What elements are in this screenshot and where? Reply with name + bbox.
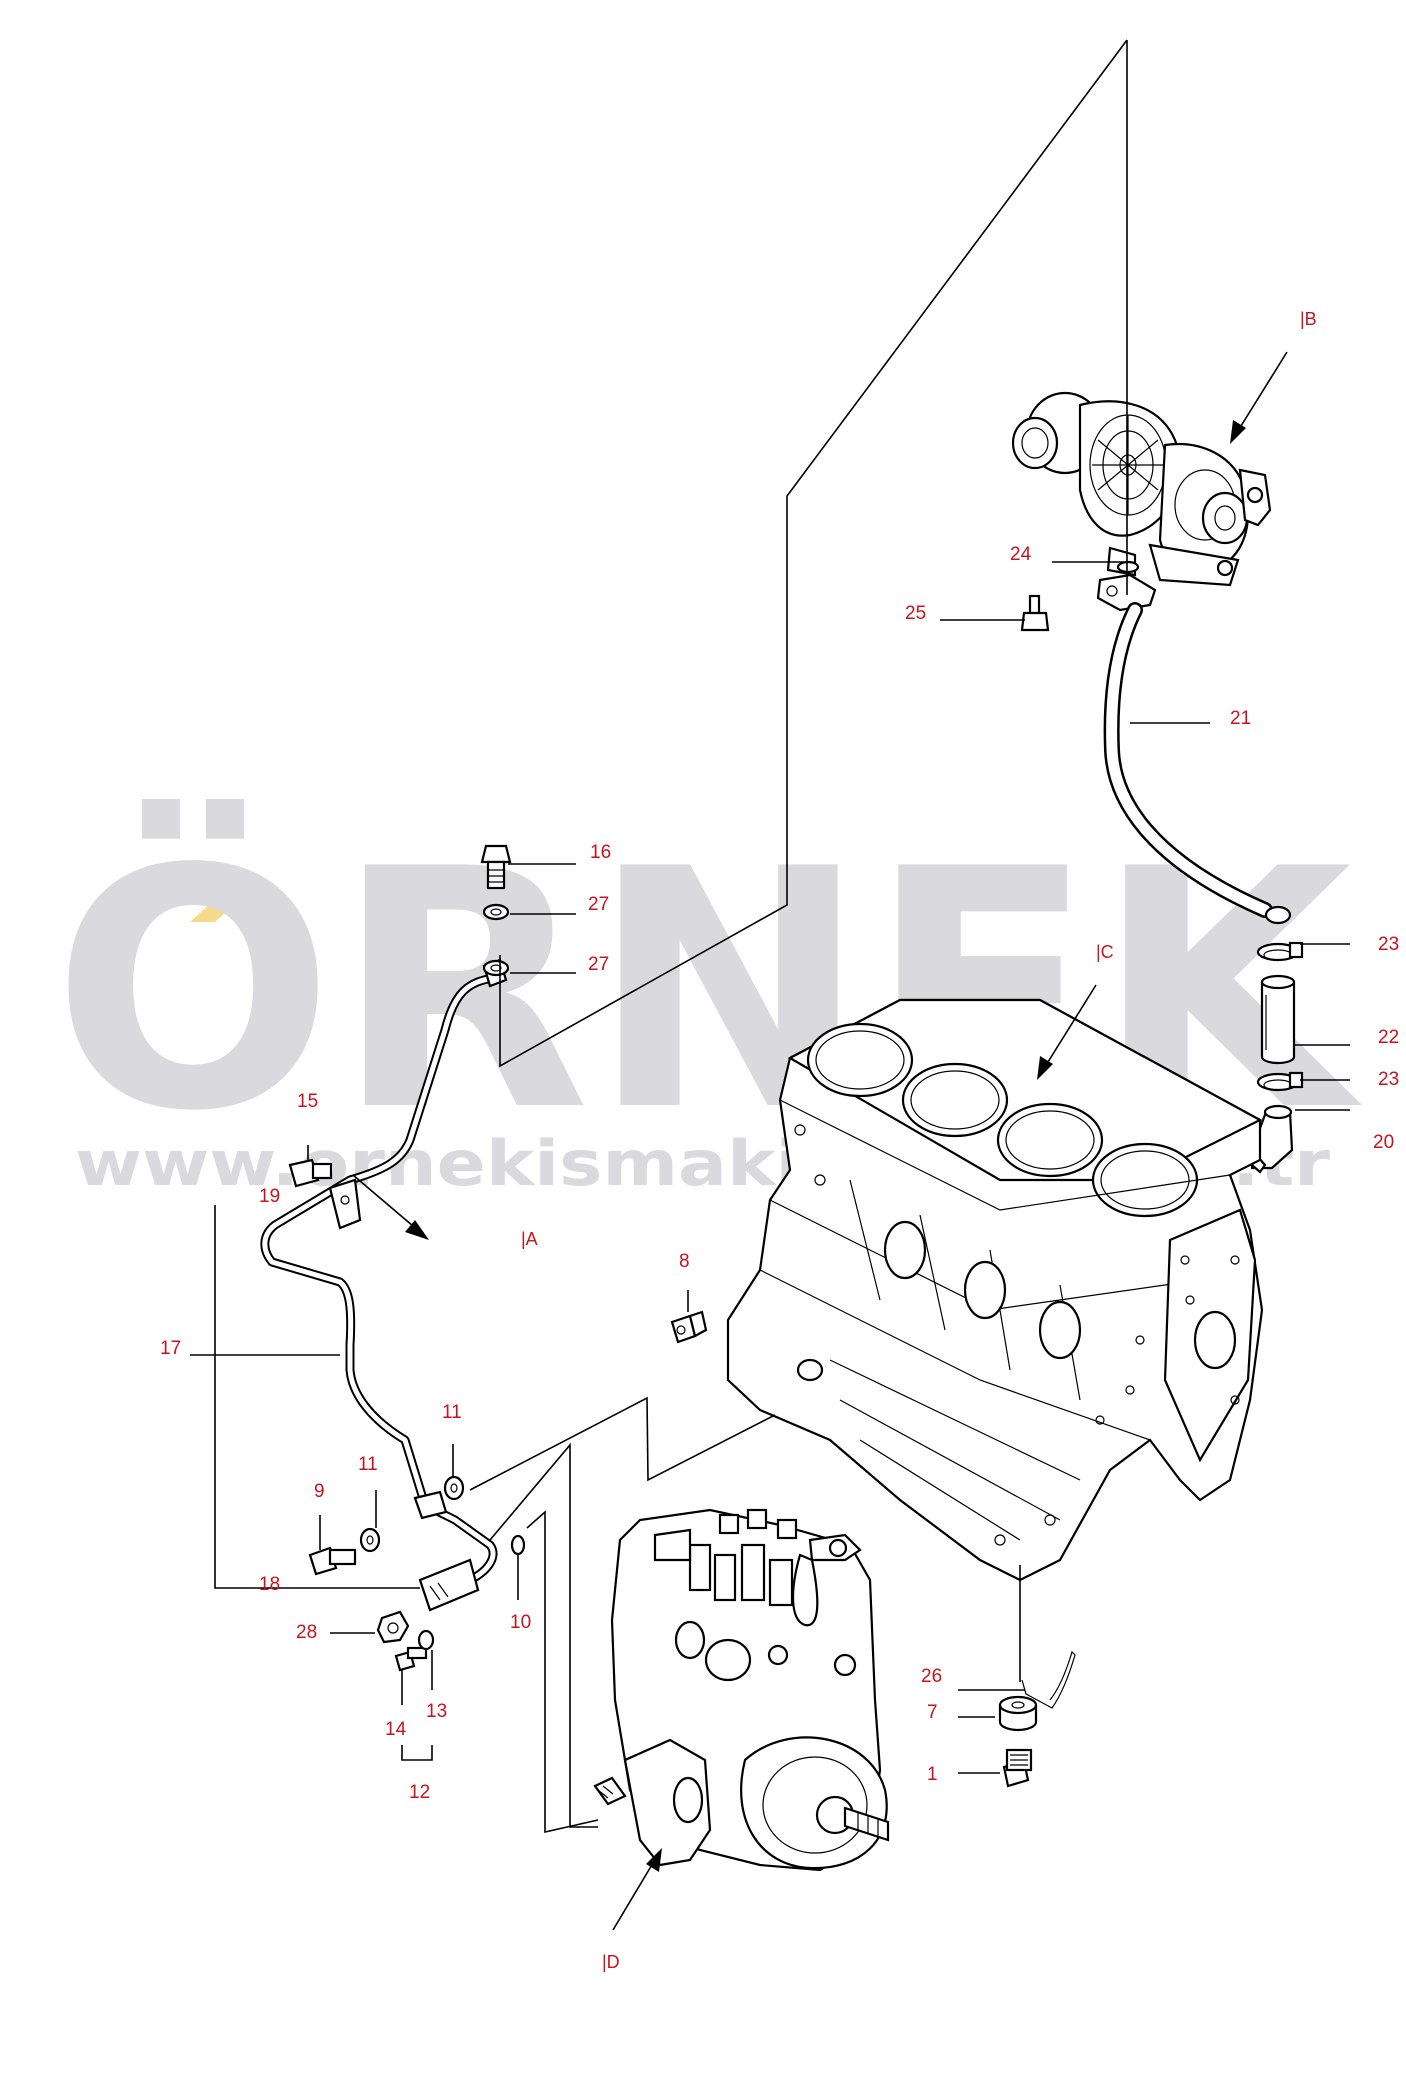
bolt-25: [1020, 594, 1050, 632]
turbo-oil-return-pipe-21: [1096, 573, 1292, 925]
gasket-24: [1116, 560, 1140, 574]
clip-19: [328, 1178, 362, 1230]
view-label-B: |B: [1300, 309, 1317, 329]
callout-18: 18: [259, 1574, 280, 1595]
callouts: 16 27 27 15 19 17 8 11 11 9 18 10 28 14 …: [160, 544, 1399, 1803]
callout-1: 1: [927, 1764, 938, 1785]
view-label-A: |A: [521, 1229, 538, 1249]
rubber-hose-22: [1260, 974, 1296, 1065]
pipe-fitting-18: [418, 1558, 480, 1612]
view-labels: |B |C |A |D: [521, 309, 1317, 1972]
hose-clamp-23-lower: [1256, 1071, 1304, 1092]
callout-15: 15: [297, 1091, 318, 1112]
view-boundary-A: [214, 1205, 298, 1589]
callout-22: 22: [1378, 1027, 1399, 1048]
callout-27-upper: 27: [588, 894, 609, 915]
callout-25: 25: [905, 603, 926, 624]
washer-13: [417, 1629, 435, 1651]
callout-12: 12: [409, 1782, 430, 1803]
callout-23-lower: 23: [1378, 1069, 1399, 1090]
hose-clamp-23-upper: [1256, 941, 1304, 962]
callout-9: 9: [314, 1481, 325, 1502]
washer-27-lower: [482, 959, 510, 977]
washer-11-lower: [359, 1527, 381, 1553]
washer-10: [510, 1534, 526, 1556]
bush-7: [998, 1695, 1038, 1732]
oil-pressure-switch-8: [670, 1310, 708, 1344]
view-label-D: |D: [602, 1952, 620, 1972]
callout-11-upper: 11: [442, 1402, 462, 1423]
callout-13: 13: [426, 1701, 447, 1722]
callout-27-lower: 27: [588, 954, 609, 975]
callout-14: 14: [385, 1719, 407, 1740]
bolt-1: [1002, 1748, 1033, 1788]
turbocharger: [1011, 391, 1272, 587]
watermark-umlaut-left: [120, 890, 180, 922]
view-boundaries: [214, 39, 1128, 1834]
nut-28: [376, 1610, 410, 1644]
fuel-injection-pump: [593, 1508, 890, 1872]
view-boundary-B: [499, 39, 1128, 1068]
callout-7: 7: [927, 1702, 938, 1723]
view-label-C: |C: [1096, 942, 1114, 962]
leader-lines: [190, 561, 1350, 1774]
callout-28: 28: [296, 1622, 317, 1643]
callout-19: 19: [259, 1186, 280, 1207]
callout-20: 20: [1373, 1132, 1394, 1153]
view-arrows: [352, 351, 1288, 1931]
bolt-9: [308, 1546, 357, 1576]
callout-17: 17: [160, 1338, 181, 1359]
callout-21: 21: [1230, 708, 1251, 729]
engine-block: [726, 998, 1264, 1582]
bolt-15: [288, 1158, 333, 1188]
banjo-bolt-16: [480, 844, 512, 890]
pin-26: [1021, 1650, 1076, 1709]
callout-8: 8: [679, 1251, 690, 1272]
callout-23-upper: 23: [1378, 934, 1399, 955]
view-boundary-D2: [526, 1510, 599, 1834]
watermark: ÖRNEK www.ornekismakinalari.com.tr: [52, 796, 1364, 1200]
callout-16: 16: [590, 842, 611, 863]
callout-24: 24: [1010, 544, 1032, 565]
callout-11-lower: 11: [358, 1454, 378, 1475]
washer-27-upper: [482, 903, 510, 921]
washer-11-upper: [443, 1475, 465, 1501]
callout-26: 26: [921, 1666, 942, 1687]
view-boundary-C: [469, 1396, 776, 1491]
bolt-14: [394, 1646, 428, 1672]
callout-10: 10: [510, 1612, 531, 1633]
watermark-umlaut-right: [190, 890, 250, 922]
view-boundary-D: [489, 1442, 598, 1828]
